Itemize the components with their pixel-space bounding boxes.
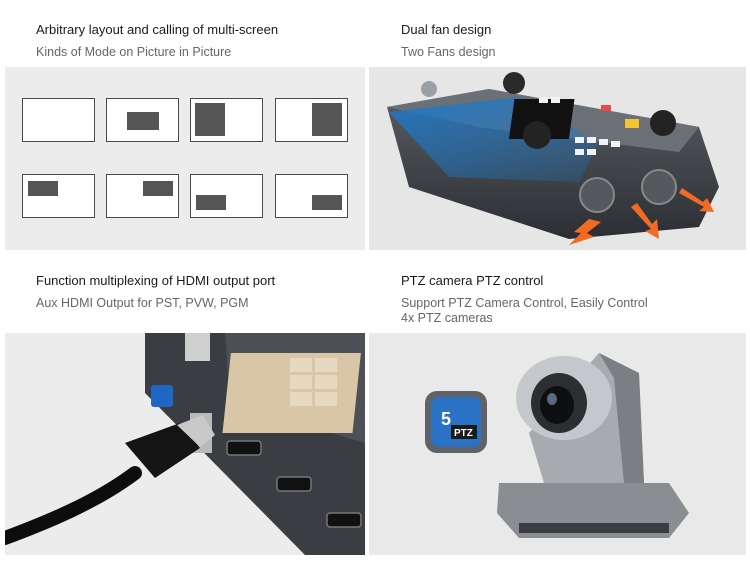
- camera-lens: [540, 386, 574, 424]
- hdmi-title: Function multiplexing of HDMI output por…: [36, 273, 276, 288]
- knob: [650, 110, 676, 136]
- pip-sub-window: [143, 181, 173, 196]
- hdmi-cable: [5, 466, 142, 545]
- hdmi-subtitle: Aux HDMI Output for PST, PVW, PGM: [36, 296, 249, 310]
- usb-port: [151, 385, 173, 407]
- ptz-subtitle-line-2: 4x PTZ cameras: [401, 311, 493, 325]
- pip-sub-window: [28, 181, 58, 196]
- pip-mode-3: [190, 98, 263, 142]
- device-red-button: [601, 105, 611, 111]
- pip-mode-1: [22, 98, 95, 142]
- mount-bracket: [185, 333, 210, 361]
- fan-left: [579, 177, 615, 213]
- pip-mode-8: [275, 174, 348, 218]
- pip-mode-5: [22, 174, 95, 218]
- fan-subtitle: Two Fans design: [401, 45, 496, 59]
- pip-title: Arbitrary layout and calling of multi-sc…: [36, 22, 279, 37]
- pip-mode-7: [190, 174, 263, 218]
- pip-sub-window: [127, 112, 159, 130]
- fan-right: [641, 169, 677, 205]
- fan-title: Dual fan design: [401, 22, 492, 37]
- ptz-image-panel: 5 PTZ: [369, 333, 746, 555]
- antenna-mount: [421, 81, 437, 97]
- ptz-badge-number: 5: [441, 409, 451, 429]
- ptz-subtitle-line-1: Support PTZ Camera Control, Easily Contr…: [401, 296, 648, 310]
- camera-yoke-shade: [599, 353, 644, 483]
- ptz-badge-inner: [431, 397, 481, 447]
- pip-subtitle: Kinds of Mode on Picture in Picture: [36, 45, 232, 59]
- hdmi-plug: [125, 423, 200, 478]
- screen-thumbnails: [290, 358, 337, 406]
- hdmi-port-illustration: [5, 333, 365, 555]
- ptz-badge-label: PTZ: [454, 428, 473, 439]
- ptz-camera-illustration: 5 PTZ: [425, 353, 689, 538]
- pip-sub-window: [312, 195, 342, 210]
- hdmi-plug-tip: [177, 415, 215, 447]
- pip-mode-4: [275, 98, 348, 142]
- hdmi-image-panel: [5, 333, 365, 555]
- pip-sub-window: [195, 103, 225, 136]
- pip-layout-panel: [5, 67, 365, 250]
- airflow-arrows: [569, 188, 714, 245]
- device-buttons: [539, 97, 620, 155]
- pip-mode-6: [106, 174, 179, 218]
- hdmi-ports: [226, 440, 362, 528]
- lens-glint: [547, 393, 557, 405]
- pip-sub-window: [312, 103, 342, 136]
- camera-base-slot: [519, 523, 669, 533]
- pip-sub-window: [196, 195, 226, 210]
- pip-mode-2: [106, 98, 179, 142]
- device-yellow-button: [625, 119, 639, 128]
- knob: [523, 121, 551, 149]
- knob: [503, 72, 525, 94]
- ptz-title: PTZ camera PTZ control: [401, 273, 544, 288]
- ptz-badge-label-bg: [451, 425, 477, 439]
- fan-image-panel: [369, 67, 746, 250]
- switcher-fan-illustration: [387, 72, 719, 245]
